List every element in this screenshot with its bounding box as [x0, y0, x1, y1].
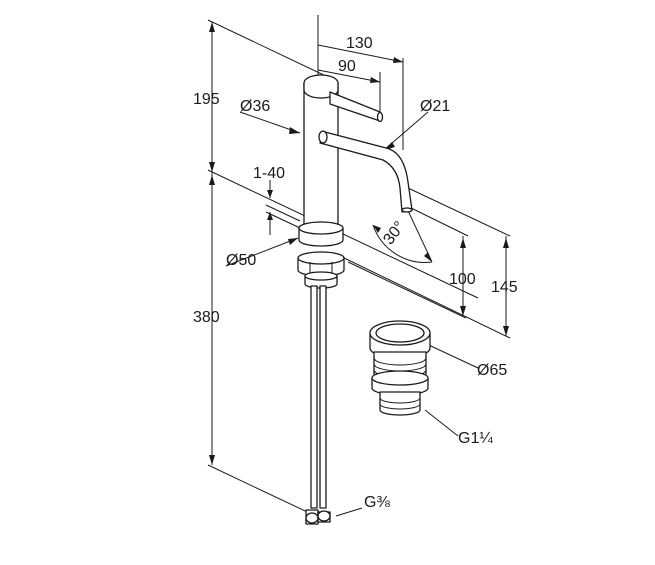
label-diameter-21: Ø21: [420, 98, 450, 115]
drain-waste: [369, 320, 431, 416]
label-thread-g38: G⅜: [364, 494, 390, 511]
label-height-100: 100: [449, 271, 476, 288]
label-diameter-36: Ø36: [240, 98, 270, 115]
label-height-195: 195: [193, 91, 220, 108]
dimension-lines: [207, 15, 511, 519]
label-diameter-50: Ø50: [226, 252, 256, 269]
label-height-145: 145: [491, 279, 518, 296]
label-thread-g114: G1¼: [458, 430, 493, 447]
dimension-labels: 195 380 Ø36 1-40 Ø50 130 90 Ø21 30° 100 …: [193, 35, 518, 511]
label-height-380: 380: [193, 309, 220, 326]
label-deck-thickness: 1-40: [253, 165, 285, 182]
label-angle-30: 30°: [380, 218, 408, 248]
label-reach-90: 90: [338, 58, 356, 75]
label-diameter-65: Ø65: [477, 362, 507, 379]
label-reach-130: 130: [346, 35, 373, 52]
faucet-body: [297, 74, 413, 525]
